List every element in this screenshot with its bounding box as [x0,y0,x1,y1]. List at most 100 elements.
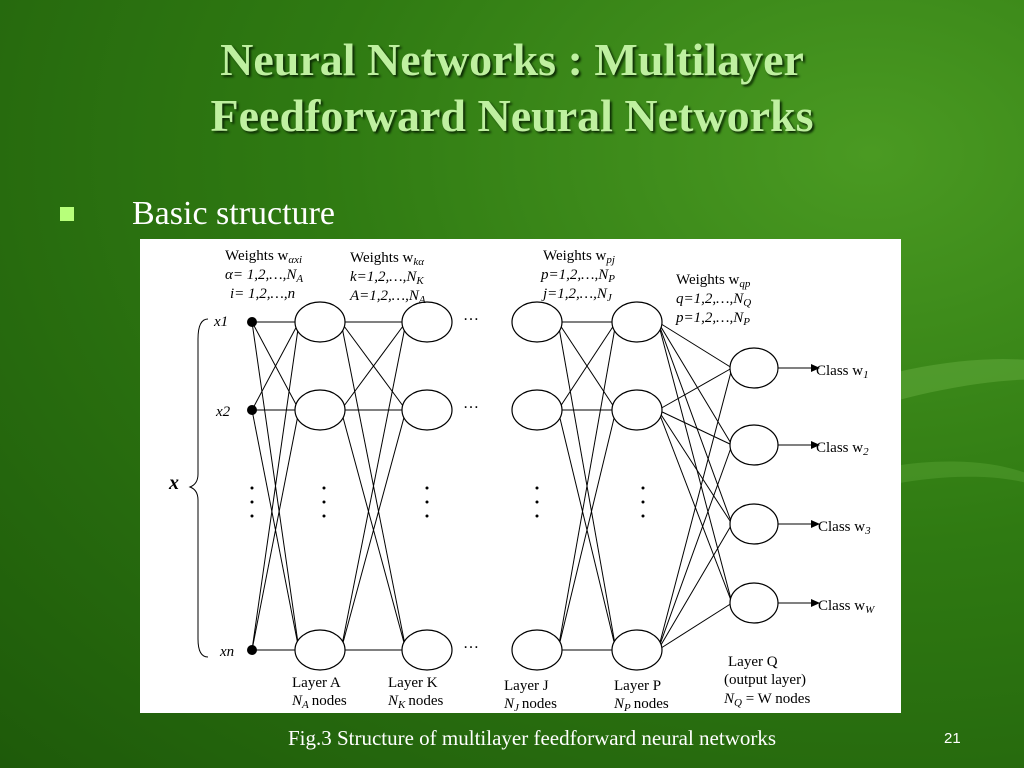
vertical-dot [322,486,326,490]
vertical-dot [641,514,645,518]
layer-a-name: Layer A [292,675,341,691]
edges [251,321,733,651]
edge-layerP-layerQ [657,321,733,446]
vertical-dot [535,514,539,518]
hidden-node [401,301,453,343]
page-number: 21 [944,730,961,747]
vertical-dot [425,514,429,518]
layer-q-nodes: NQ = W nodes [723,691,810,709]
vertical-dot [322,514,326,518]
hidden-node [611,301,663,343]
layer-k-name: Layer K [388,675,438,691]
edge-layerJ-layerP [557,321,617,651]
network-svg: Weights wαxi α= 1,2,…,NA i= 1,2,…,n Weig… [168,248,875,713]
vertical-dot [425,486,429,490]
vertical-dot [641,486,645,490]
vertical-dot [250,514,254,518]
weight-label-1-line1: α= 1,2,…,NA [225,267,303,285]
vertical-dot [425,500,429,504]
edge-layerP-layerQ [657,321,733,369]
edge-layerP-layerQ [657,444,733,651]
ellipsis-marks: ……… [250,307,645,652]
edge-layerP-layerQ [657,409,733,446]
input-label-x1: x1 [213,314,228,330]
weight-label-1-line2: i= 1,2,…,n [230,286,295,302]
hidden-node [511,629,563,671]
weight-label-2-line2: A=1,2,…,NA [349,288,426,306]
bullet-square-icon [60,207,74,221]
hidden-node [611,389,663,431]
edge-layerP-layerQ [657,409,733,525]
hidden-node [401,389,453,431]
edge-input-layerA [251,321,300,651]
weight-label-2-title: Weights wkα [350,250,424,268]
layer-q-name: Layer Q [728,654,778,670]
layer-j-name: Layer J [504,678,549,694]
class-label-3: Class w3 [818,519,871,537]
arrow-head-icon [811,520,820,528]
hidden-node [511,301,563,343]
vertical-dot [535,500,539,504]
arrow-head-icon [811,364,820,372]
edge-layerP-layerQ [657,367,733,651]
weight-label-3-line1: p=1,2,…,NP [540,267,615,285]
hidden-node [294,301,346,343]
input-label-x2: x2 [215,404,231,420]
edge-layerA-layerK [340,321,407,411]
edge-layerP-layerQ [657,409,733,604]
nodes [247,301,820,671]
weight-label-2-line1: k=1,2,…,NK [350,269,424,287]
vertical-dot [250,486,254,490]
layer-gap-ellipsis: … [463,635,479,652]
arrow-head-icon [811,441,820,449]
output-node [729,424,779,466]
title-line-2: Feedforward Neural Networks [210,90,814,141]
weight-label-3-title: Weights wpj [543,248,615,266]
weight-label-4-line2: p=1,2,…,NP [675,310,750,328]
edge-layerA-layerK [340,321,407,651]
vertical-dot [250,500,254,504]
edge-layerP-layerQ [657,523,733,651]
input-node [247,317,257,327]
input-label-xn: xn [219,644,234,660]
input-brace [188,318,209,658]
vertical-dot [322,500,326,504]
vertical-dot [535,486,539,490]
arrow-head-icon [811,599,820,607]
class-label-w: Class wW [818,598,875,616]
hidden-node [294,389,346,431]
title-line-1: Neural Networks : Multilayer [220,34,804,85]
bullet-text: Basic structure [132,195,335,232]
input-node [247,645,257,655]
edge-layerP-layerQ [657,321,733,604]
hidden-node [611,629,663,671]
weight-label-1-title: Weights wαxi [225,248,302,266]
slide-title: Neural Networks : Multilayer Feedforward… [0,32,1024,144]
output-node [729,582,779,624]
network-diagram: Weights wαxi α= 1,2,…,NA i= 1,2,…,n Weig… [140,239,901,713]
edge-layerJ-layerP [557,321,617,411]
edge-layerP-layerQ [657,602,733,651]
edge-layerP-layerQ [657,367,733,411]
layer-p-name: Layer P [614,678,661,694]
edge-layerJ-layerP [557,409,617,651]
input-vector-label: x [168,472,179,494]
edge-input-layerA [251,409,300,651]
weight-label-4-line1: q=1,2,…,NQ [676,291,751,309]
weight-label-3-line2: j=1,2,…,NJ [541,286,613,304]
class-label-1: Class w1 [816,363,869,381]
weight-label-4-title: Weights wqp [676,272,751,290]
edge-input-layerA [251,321,300,411]
input-node [247,405,257,415]
labels: Weights wαxi α= 1,2,…,NA i= 1,2,…,n Weig… [168,248,875,713]
edge-layerA-layerK [340,409,407,651]
edge-layerP-layerQ [657,321,733,525]
vertical-dot [641,500,645,504]
hidden-node [401,629,453,671]
figure-caption: Fig.3 Structure of multilayer feedforwar… [287,726,777,750]
layer-q-desc: (output layer) [724,672,806,688]
